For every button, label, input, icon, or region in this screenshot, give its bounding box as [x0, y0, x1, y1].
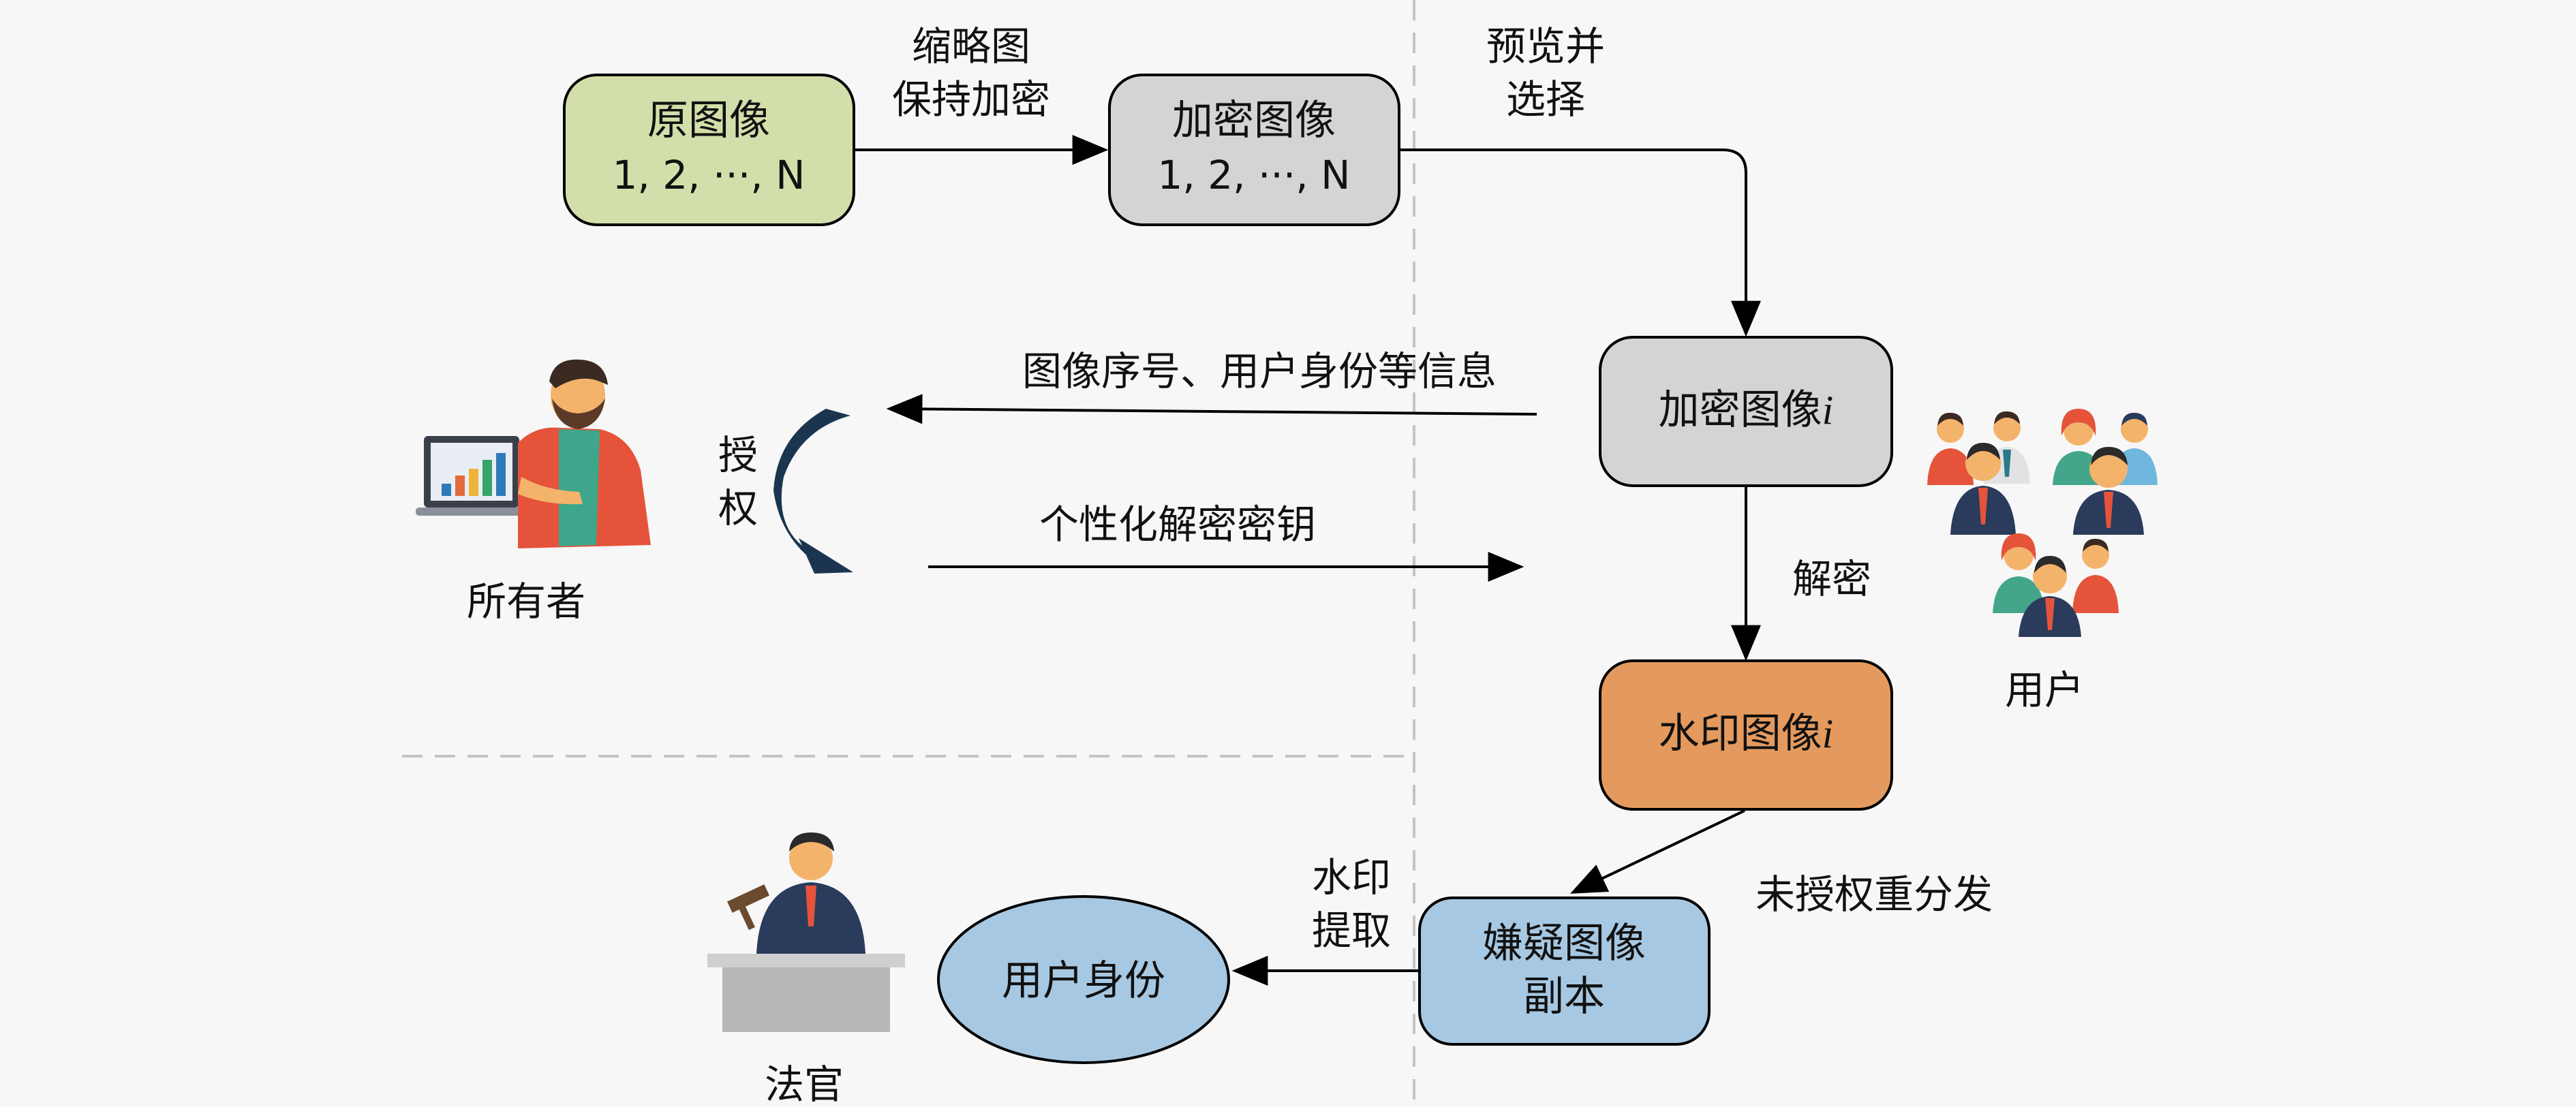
authorize-curve-arrow [773, 409, 850, 564]
arrow-redistribute [1570, 809, 1745, 894]
label-extract-2: 提取 [1312, 907, 1391, 954]
box-watermark-image-i: 水印图像i [1599, 659, 1893, 811]
owner-illustration [416, 359, 651, 548]
original-image-title: 原图像 [647, 97, 770, 144]
label-info: 图像序号、用户身份等信息 [1022, 348, 1497, 394]
judge-label: 法官 [765, 1061, 844, 1107]
encrypted-images-title: 加密图像 [1172, 97, 1336, 144]
encrypted-images-range: 1, 2, ···, N [1157, 152, 1350, 198]
label-authorize-2: 权 [718, 485, 758, 531]
label-authorize-1: 授 [718, 432, 758, 478]
suspect-copy-line1: 嫌疑图像 [1482, 920, 1646, 967]
user-identity-label: 用户身份 [1002, 957, 1165, 1005]
label-thumbnail: 缩略图 [912, 23, 1030, 69]
watermark-image-i-label: 水印图像 [1659, 710, 1822, 758]
authorize-arrowhead [799, 538, 853, 574]
label-decrypt: 解密 [1792, 556, 1871, 602]
watermark-image-i-index: i [1822, 711, 1834, 756]
label-extract-1: 水印 [1312, 854, 1391, 901]
arrow-info [886, 394, 1537, 424]
suspect-copy-line2: 副本 [1523, 973, 1605, 1020]
svg-text:水印图像i: 水印图像i [1659, 710, 1834, 758]
encrypted-image-i-index: i [1822, 388, 1834, 433]
box-encrypted-image-i: 加密图像i [1599, 336, 1893, 487]
box-encrypted-images: 加密图像 1, 2, ···, N [1108, 74, 1400, 226]
label-select: 选择 [1506, 76, 1585, 123]
owner-label: 所有者 [467, 578, 585, 625]
arrow-preview-select [1399, 149, 1761, 337]
users-label: 用户 [2005, 667, 2084, 713]
judge-illustration [707, 832, 905, 1032]
encrypted-image-i-label: 加密图像 [1659, 386, 1822, 434]
original-image-range: 1, 2, ···, N [612, 152, 805, 198]
label-key: 个性化解密密钥 [1039, 501, 1316, 548]
users-illustration [1927, 409, 2158, 637]
box-original-image: 原图像 1, 2, ···, N [563, 74, 855, 226]
svg-text:加密图像i: 加密图像i [1659, 386, 1834, 434]
label-redistribute: 未授权重分发 [1755, 871, 1993, 918]
label-preview: 预览并 [1486, 23, 1605, 69]
label-keep-encrypt: 保持加密 [892, 76, 1050, 123]
ellipse-user-identity: 用户身份 [937, 895, 1230, 1064]
box-suspect-copy: 嫌疑图像 副本 [1418, 896, 1711, 1046]
